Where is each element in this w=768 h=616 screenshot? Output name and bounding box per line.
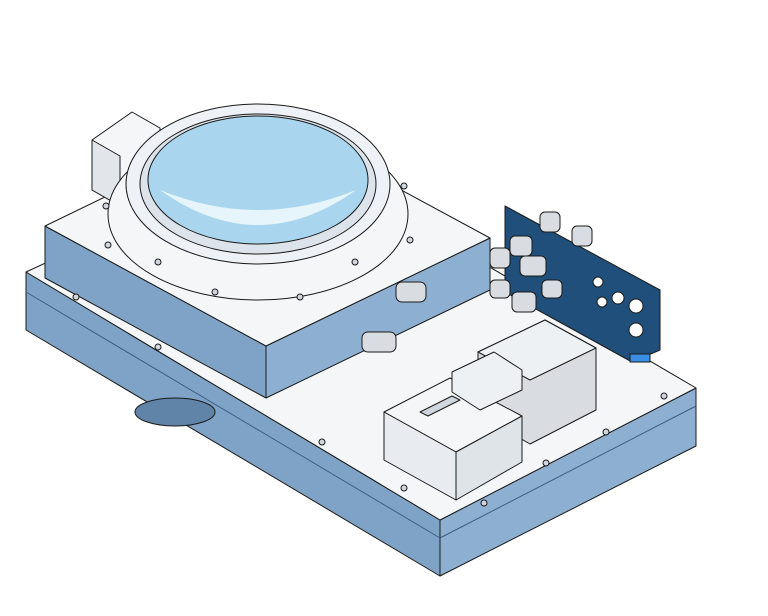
- fitting-icon: [361, 331, 397, 353]
- bolt-icon: [318, 438, 326, 446]
- bolt-icon: [400, 484, 408, 492]
- bolt-icon: [72, 293, 80, 301]
- fitting-icon: [539, 211, 561, 233]
- bolt-icon: [351, 258, 359, 266]
- fitting-icon: [395, 281, 427, 303]
- bore-light: [160, 190, 356, 225]
- fitting-icon: [519, 255, 547, 277]
- block-fittings: [361, 281, 427, 353]
- actuator-collar: [451, 351, 523, 411]
- bolt-icon: [104, 241, 112, 249]
- bracket-tab: [629, 353, 651, 363]
- bolt-icon: [400, 182, 408, 190]
- bolt-icon: [296, 293, 304, 301]
- pneumatic-actuator: [383, 319, 597, 501]
- bolt-icon: [154, 343, 162, 351]
- flange-ring: [107, 103, 409, 301]
- base-edge-line: [25, 291, 697, 539]
- bolt-icon: [406, 236, 414, 244]
- bolt-icon: [542, 459, 550, 467]
- fitting-icon: [571, 225, 593, 247]
- fitting-icon: [489, 247, 511, 269]
- bolt-icon: [480, 499, 488, 507]
- bolt-icon: [211, 288, 219, 296]
- head-slot: [419, 395, 461, 417]
- fitting-icon: [509, 235, 533, 257]
- fitting-icon: [541, 279, 563, 299]
- bolt-icon: [102, 202, 110, 210]
- actuator-head-right: [455, 415, 523, 501]
- bolt-icon: [602, 428, 610, 436]
- bolt-icon: [154, 258, 162, 266]
- fitting-bracket: [504, 205, 661, 363]
- fitting-icon: [489, 279, 511, 299]
- bolt-holes: [72, 182, 668, 507]
- bolt-icon: [660, 392, 668, 400]
- bracket-fittings: [489, 211, 593, 313]
- fitting-icon: [511, 291, 537, 313]
- bottom-flange: [134, 397, 216, 427]
